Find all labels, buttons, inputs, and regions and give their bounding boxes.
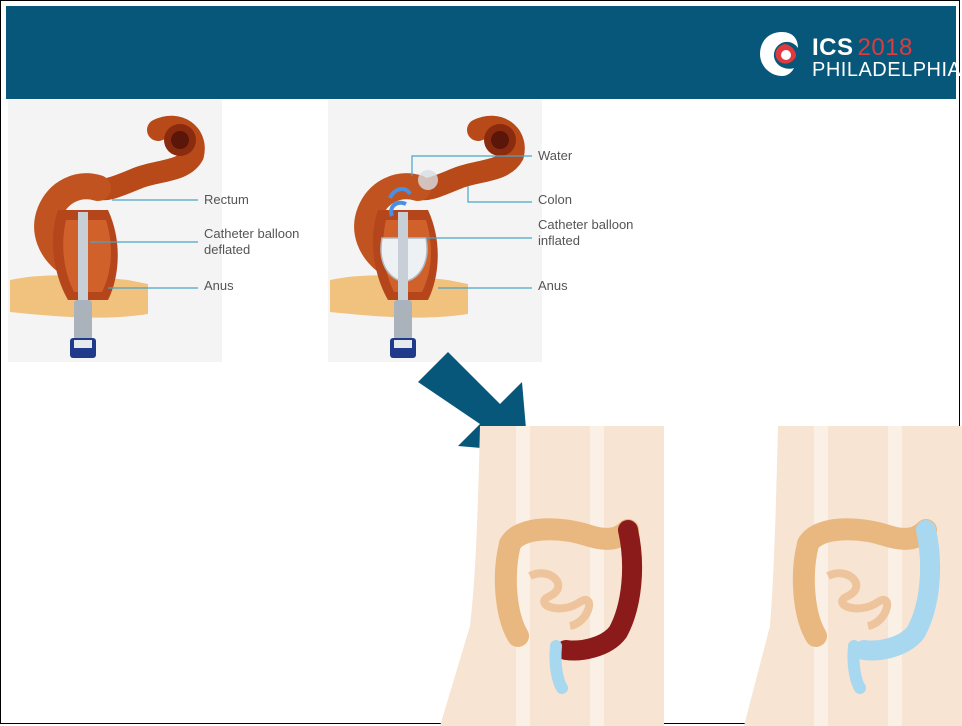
logo-city: PHILADELPHIA — [812, 59, 961, 82]
label-catheter-balloon-line1: Catheter balloon — [538, 217, 633, 233]
label-rectum: Rectum — [204, 192, 249, 208]
label-anus: Anus — [204, 278, 234, 294]
diagram-inflated: Water Colon Catheter balloon inflated An… — [328, 100, 648, 362]
label-anus: Anus — [538, 278, 568, 294]
abdomen-illustration-after — [744, 426, 962, 726]
diagram-deflated: Rectum Catheter balloon deflated Anus — [8, 100, 308, 362]
label-catheter-balloon-line2: inflated — [538, 233, 580, 249]
label-catheter-balloon-line2: deflated — [204, 242, 250, 258]
label-colon: Colon — [538, 192, 572, 208]
label-water: Water — [538, 148, 572, 164]
abdomen-illustration-before — [440, 426, 670, 726]
label-catheter-balloon-line1: Catheter balloon — [204, 226, 299, 242]
ics-logo-icon — [758, 28, 806, 80]
